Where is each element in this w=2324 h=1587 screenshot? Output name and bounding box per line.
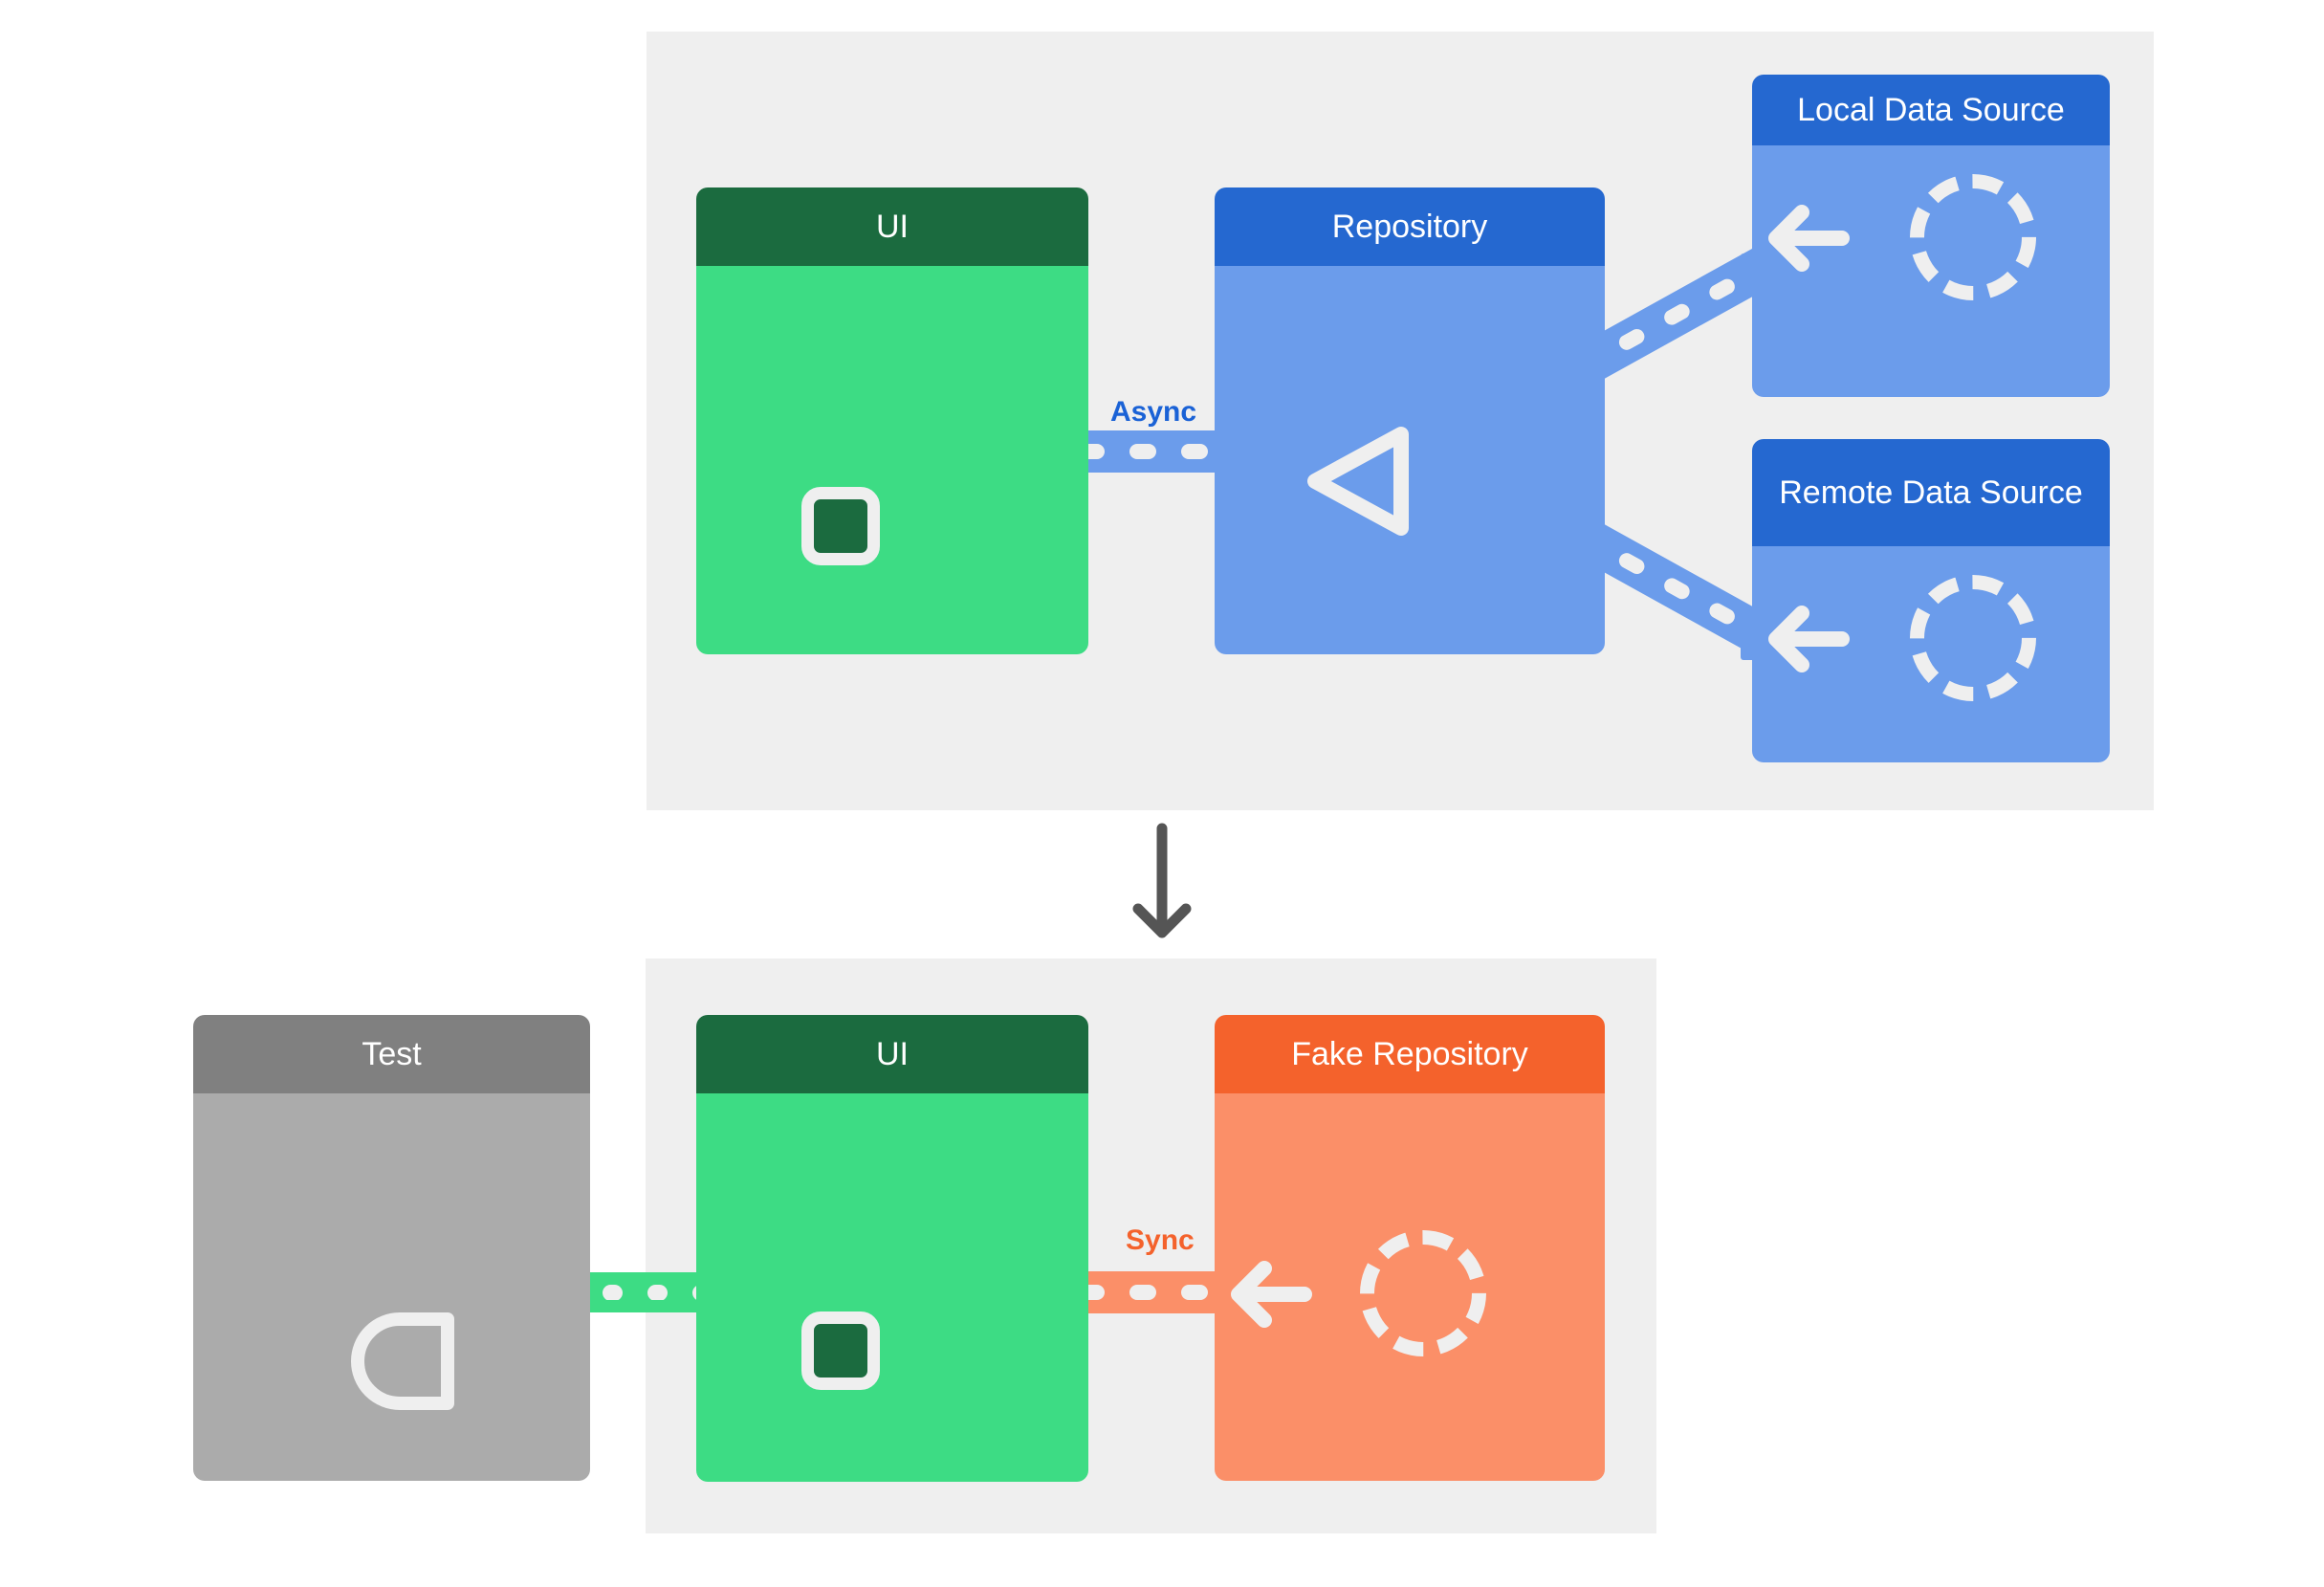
dash: [1616, 326, 1648, 353]
card-body-repository: [1215, 266, 1605, 654]
dash: [1181, 1285, 1208, 1300]
dash: [1616, 550, 1648, 577]
card-remote-data-source[interactable]: Remote Data Source: [1752, 439, 2110, 762]
dash: [1129, 444, 1156, 459]
down-arrow-icon: [1132, 823, 1192, 939]
dashed-circle-icon: [1910, 174, 2036, 300]
dashed-circle-icon: [1910, 575, 2036, 701]
dash: [1661, 575, 1693, 603]
socket-plug-icon: [351, 1312, 454, 1410]
dashed-circle-icon: [1360, 1230, 1486, 1356]
arrow-left-icon: [1767, 205, 1850, 272]
dash: [1706, 276, 1738, 303]
card-fake-repository[interactable]: Fake Repository: [1215, 1015, 1605, 1481]
card-body-ui: [696, 1093, 1088, 1482]
card-title-ui: UI: [696, 187, 1088, 266]
card-test[interactable]: Test: [193, 1015, 590, 1481]
card-title-fake-repository: Fake Repository: [1215, 1015, 1605, 1093]
connector-label-async: Async: [1110, 396, 1197, 428]
card-title-test: Test: [193, 1015, 590, 1093]
card-body-local-data-source: [1752, 145, 2110, 397]
card-title-remote-data-source: Remote Data Source: [1752, 439, 2110, 546]
card-body-ui: [696, 266, 1088, 654]
dash: [1129, 1285, 1156, 1300]
rounded-square-icon: [801, 487, 880, 565]
arrow-left-icon: [1230, 1261, 1312, 1328]
card-body-test: [193, 1093, 590, 1481]
dot: [603, 1285, 623, 1300]
card-title-ui: UI: [696, 1015, 1088, 1093]
card-title-repository: Repository: [1215, 187, 1605, 266]
merge-triangle-icon: [1304, 425, 1409, 538]
dash: [1181, 444, 1208, 459]
dash: [1706, 600, 1738, 628]
card-ui-production[interactable]: UI: [696, 187, 1088, 654]
arrow-left-icon: [1767, 606, 1850, 672]
dot: [647, 1285, 668, 1300]
dash: [1661, 300, 1693, 328]
rounded-square-icon: [801, 1311, 880, 1390]
connector-label-sync: Sync: [1126, 1224, 1195, 1256]
card-title-local-data-source: Local Data Source: [1752, 75, 2110, 145]
card-local-data-source[interactable]: Local Data Source: [1752, 75, 2110, 397]
card-body-fake-repository: [1215, 1093, 1605, 1481]
card-repository[interactable]: Repository: [1215, 187, 1605, 654]
card-ui-test[interactable]: UI: [696, 1015, 1088, 1482]
card-body-remote-data-source: [1752, 546, 2110, 762]
